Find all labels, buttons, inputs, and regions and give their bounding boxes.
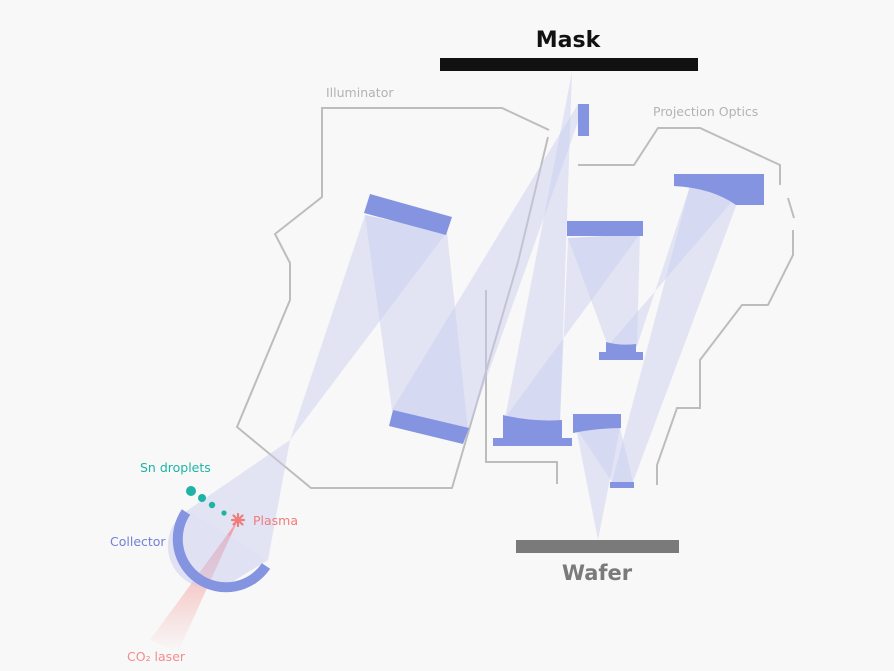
collector-mirror [167, 509, 271, 593]
collector-label: Collector [110, 534, 166, 549]
illuminator-housing [235, 107, 550, 489]
illuminator-mirror-2 [389, 410, 469, 444]
plasma-label: Plasma [253, 513, 298, 528]
light-beams [188, 72, 742, 560]
beam-illuminator-mid [365, 215, 468, 430]
projection-optics-housing [485, 127, 795, 485]
sn-droplets-label: Sn droplets [140, 460, 211, 475]
beam-po-5 [576, 428, 633, 482]
wafer-bar [516, 540, 679, 553]
projection-optics-label: Projection Optics [653, 104, 758, 119]
beam-po-2 [568, 234, 640, 346]
beam-illuminator-out [392, 104, 583, 430]
mask-label: Mask [536, 28, 602, 53]
po-mirror-top [567, 221, 643, 236]
po-mirror-tiny [610, 482, 634, 488]
beam-po-1 [505, 234, 640, 422]
co2-laser-label: CO₂ laser [127, 649, 186, 664]
beam-po-4 [612, 186, 742, 482]
illuminator-mirror-1 [364, 194, 452, 235]
po-mirror-lower [573, 414, 621, 433]
mirrors [364, 104, 764, 488]
sn-droplets-icon [186, 486, 227, 516]
fold-mirror [578, 104, 589, 136]
mask-bar [440, 58, 698, 71]
wafer-label: Wafer [562, 561, 633, 585]
beam-mask-down [505, 72, 572, 422]
beam-to-wafer [576, 428, 620, 540]
po-mirror-small [599, 342, 643, 360]
beam-collector-to-illuminator [188, 440, 290, 560]
po-mirror-bottom [493, 415, 572, 446]
po-mirror-large [674, 174, 764, 205]
plasma-star-icon [230, 512, 246, 528]
illuminator-label: Illuminator [326, 85, 394, 100]
beam-illuminator-in [290, 215, 447, 440]
beam-po-3 [608, 186, 742, 346]
